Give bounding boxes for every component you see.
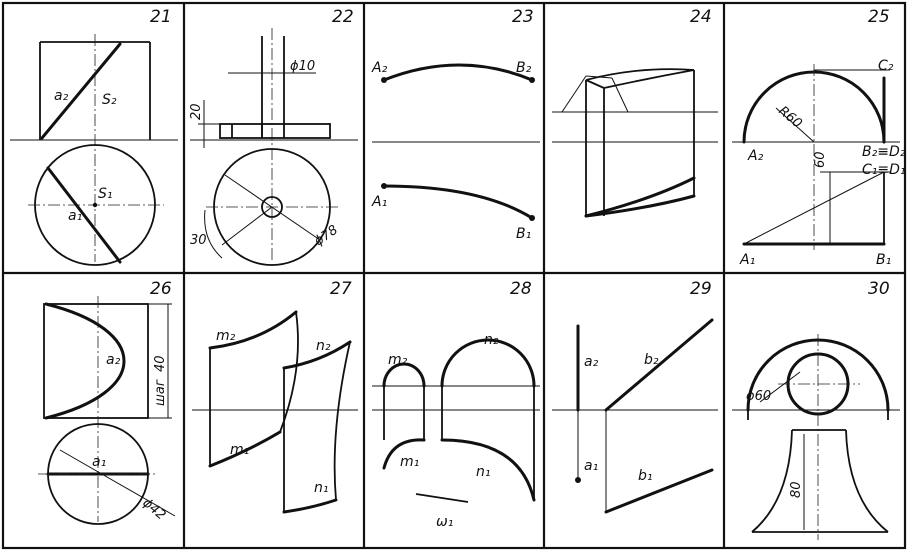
panel-28: 28 m₂ n₂ m₁ n₁ ω₁ <box>372 279 540 530</box>
label-C1D1: C₁≡D₁ <box>862 162 906 178</box>
dim-v60: 60 <box>813 151 828 168</box>
panel-26: 26 a₂ 40 шаг a₁ ϕ42 <box>38 279 176 525</box>
panel-27: 27 m₂ n₂ m₁ n₁ <box>192 279 358 514</box>
line-a1 <box>46 166 122 264</box>
label-b1: b₁ <box>638 468 653 484</box>
label-n2: n₂ <box>484 332 499 348</box>
panel-number: 30 <box>868 279 890 299</box>
semicircle-m2 <box>382 362 426 388</box>
label-a1: a₁ <box>584 458 598 474</box>
curve-m1 <box>382 438 426 470</box>
label-a2: a₂ <box>584 354 599 370</box>
label-m2: m₂ <box>388 352 408 368</box>
right-flare <box>845 429 889 533</box>
curve-m2 <box>208 310 298 350</box>
dim-d42: ϕ42 <box>139 496 168 524</box>
line-w1 <box>415 493 469 503</box>
label-b2: b₂ <box>644 352 659 368</box>
panel-number: 29 <box>690 279 712 299</box>
panel-number: 25 <box>868 7 890 27</box>
label-a1: a₁ <box>92 454 106 470</box>
helix-a2 <box>44 302 126 420</box>
point-a1 <box>575 477 581 483</box>
label-m1: m₁ <box>400 454 419 470</box>
panel-21: 21 a₂ S₂ S₁ a₁ <box>10 7 178 266</box>
label-n1: n₁ <box>314 480 329 496</box>
panel-number: 27 <box>330 279 352 299</box>
dim-d10: ϕ10 <box>290 59 315 74</box>
panel-number: 22 <box>332 7 354 27</box>
panel-number: 21 <box>150 7 172 27</box>
label-A1: A₁ <box>739 252 755 268</box>
semicircle-n2 <box>440 338 536 388</box>
panel-number: 26 <box>150 279 172 299</box>
lower-arc-b <box>584 194 696 218</box>
dim-angle-30: 30 <box>190 233 207 248</box>
line-b2 <box>604 318 714 412</box>
label-s1: S₁ <box>98 186 113 202</box>
panel-number: 28 <box>510 279 532 299</box>
line-a2 <box>40 42 122 140</box>
dim-h20: 20 <box>189 103 204 120</box>
label-a1: a₁ <box>68 208 82 224</box>
label-B2: B₂ <box>516 60 532 76</box>
label-B1: B₁ <box>876 252 891 268</box>
label-B1: B₁ <box>516 226 531 242</box>
label-w1: ω₁ <box>436 514 453 530</box>
panel-number: 23 <box>512 7 534 27</box>
label-m1: m₁ <box>230 442 249 458</box>
dim-h80: 80 <box>789 481 804 498</box>
panel-24: 24 <box>552 7 718 218</box>
label-n1: n₁ <box>476 464 491 480</box>
label-A2: A₂ <box>371 60 388 76</box>
line-b1 <box>604 468 714 514</box>
label-A2: A₂ <box>747 148 764 164</box>
panel-23: 23 A₂ B₂ A₁ B₁ <box>371 7 540 242</box>
panel-30: 30 ϕ60 80 <box>732 279 900 540</box>
label-n2: n₂ <box>316 338 331 354</box>
panel-22: 22 ϕ10 20 30 ϕ78 <box>189 7 358 266</box>
label-m2: m₂ <box>216 328 236 344</box>
lower-arc-a <box>584 176 696 218</box>
label-B2D2: B₂≡D₂ <box>862 144 906 160</box>
dim-h40: 40 <box>153 355 168 372</box>
label-A1: A₁ <box>371 194 387 210</box>
panel-number: 24 <box>690 7 712 27</box>
label-s2: S₂ <box>102 92 117 108</box>
curve-A2-B2 <box>382 63 534 82</box>
dim-d60: ϕ60 <box>746 389 771 404</box>
dim-R60: R60 <box>775 104 804 132</box>
panel-25: 25 R60 C₂ B₂≡D₂ A₂ 60 C₁≡D₁ A₁ B₁ <box>732 7 906 268</box>
label-step: шаг <box>153 379 168 406</box>
panel-29: 29 a₂ b₂ a₁ b₁ <box>552 279 718 514</box>
label-a2: a₂ <box>106 352 121 368</box>
label-C2: C₂ <box>878 58 894 74</box>
left-flare <box>751 429 793 533</box>
curve-n1 <box>440 438 536 502</box>
curve-n2 <box>282 340 352 370</box>
label-a2: a₂ <box>54 88 69 104</box>
curve-A1-B1 <box>382 184 534 220</box>
